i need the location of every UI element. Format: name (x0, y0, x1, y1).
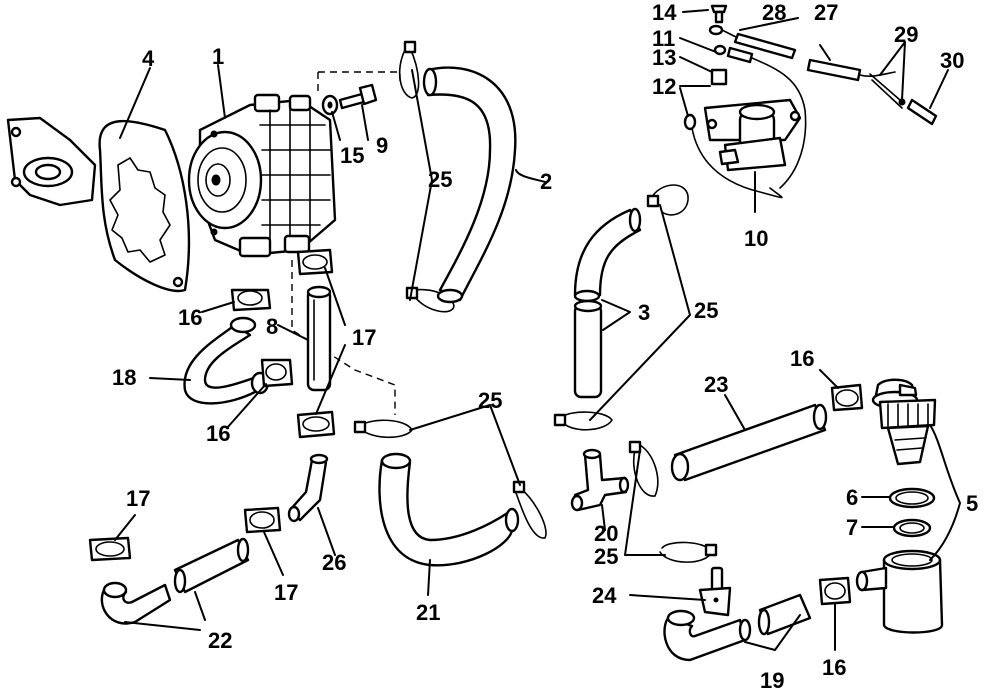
washer (321, 94, 339, 116)
o-ring-6 (888, 487, 936, 509)
tee-fitting-20 (570, 448, 630, 512)
fuel-hose-2 (422, 66, 517, 304)
callout-label-20: 20 (594, 521, 618, 546)
callout-label-25a: 25 (428, 167, 452, 192)
hose-clamp-25-right-upper (628, 440, 659, 497)
mounting-bracket (6, 116, 97, 207)
callout-label-24: 24 (592, 583, 617, 608)
hose-19-elbow (663, 609, 752, 662)
hose-22-straight (173, 537, 250, 594)
clamp-17-lower-left (88, 536, 132, 562)
callout-label-17b: 17 (126, 486, 150, 511)
callout-label-28: 28 (762, 0, 786, 25)
callout-label-25b: 25 (478, 388, 502, 413)
o-ring-7 (892, 518, 932, 538)
callout-label-29: 29 (894, 22, 918, 47)
callout-label-21: 21 (416, 600, 440, 625)
callout-label-1: 1 (212, 44, 224, 69)
callout-label-25c: 25 (694, 298, 718, 323)
callout-label-15: 15 (340, 143, 364, 168)
screw-14 (710, 4, 728, 24)
callout-label-14: 14 (652, 0, 677, 25)
callout-label-22: 22 (208, 628, 232, 653)
nut-13 (710, 68, 728, 86)
leader-lines (114, 9, 961, 651)
callout-label-9: 9 (376, 133, 388, 158)
callout-label-13: 13 (652, 45, 676, 70)
terminals-29 (869, 73, 906, 109)
callout-label-16b: 16 (206, 421, 230, 446)
hose-23 (670, 403, 828, 482)
callout-label-25d: 25 (594, 544, 618, 569)
callout-label-27: 27 (814, 0, 838, 25)
clamp-16-right-lower (818, 576, 852, 606)
electric-fuel-pump-10 (703, 98, 802, 172)
callout-label-23: 23 (704, 372, 728, 397)
callout-label-7: 7 (846, 515, 858, 540)
callout-label-16a: 16 (178, 305, 202, 330)
hose-22-elbow (100, 581, 172, 625)
callout-label-6: 6 (846, 485, 858, 510)
callout-label-16c: 16 (790, 346, 814, 371)
clamp-16-mid-left (260, 358, 294, 388)
hose-18 (183, 316, 270, 405)
callout-label-18: 18 (112, 365, 136, 390)
callout-label-11: 11 (652, 26, 675, 51)
clamp-17-mid-bottom (243, 506, 282, 534)
callout-label-30: 30 (940, 48, 964, 73)
filter-bowl-5 (855, 549, 944, 634)
connector-27 (806, 58, 896, 82)
callout-label-16d: 16 (822, 655, 846, 680)
callout-label-3: 3 (638, 300, 650, 325)
callout-labels: 4 1 2 3 5 6 7 8 9 10 11 12 13 14 15 16 1… (112, 0, 978, 693)
callout-label-17a: 17 (352, 325, 376, 350)
hose-clamp-25-right-lower (659, 541, 718, 563)
callout-1-label-4: 4 (142, 46, 155, 71)
clamp-17-lower (296, 410, 336, 439)
sight-tube-8 (306, 285, 332, 392)
fuel-pump-assembly (187, 93, 337, 258)
callout-label-17c: 17 (274, 580, 298, 605)
fuel-filter-cap-5 (871, 378, 937, 466)
gasket (98, 119, 191, 293)
screw (338, 83, 378, 110)
wire-28 (708, 24, 797, 60)
wire-11 (713, 44, 807, 189)
callout-label-10: 10 (744, 226, 768, 251)
hose-clamp-25-mid-right (512, 480, 547, 539)
callout-label-5: 5 (966, 491, 978, 516)
callout-label-2: 2 (540, 169, 552, 194)
callout-label-26: 26 (322, 550, 346, 575)
callout-label-19: 19 (760, 668, 784, 693)
hose-21 (378, 452, 520, 567)
callout-label-8: 8 (266, 314, 278, 339)
hose-3-lower (573, 299, 603, 399)
hose-3-upper (573, 207, 642, 303)
clamp-16-right-upper (830, 383, 864, 412)
clamp-17-upper (296, 248, 334, 276)
terminal-12 (683, 113, 783, 199)
clamp-16-upper-left (230, 288, 272, 312)
elbow-fitting-26 (287, 453, 329, 523)
fitting-24 (698, 566, 732, 617)
hose-19-straight (757, 593, 812, 636)
callout-label-12: 12 (652, 74, 676, 99)
plug-30 (906, 98, 938, 126)
hose-clamp-25-mid (353, 419, 413, 439)
hose-clamp-25-center (553, 411, 613, 431)
hose-clamp-25-top-right (646, 184, 689, 216)
